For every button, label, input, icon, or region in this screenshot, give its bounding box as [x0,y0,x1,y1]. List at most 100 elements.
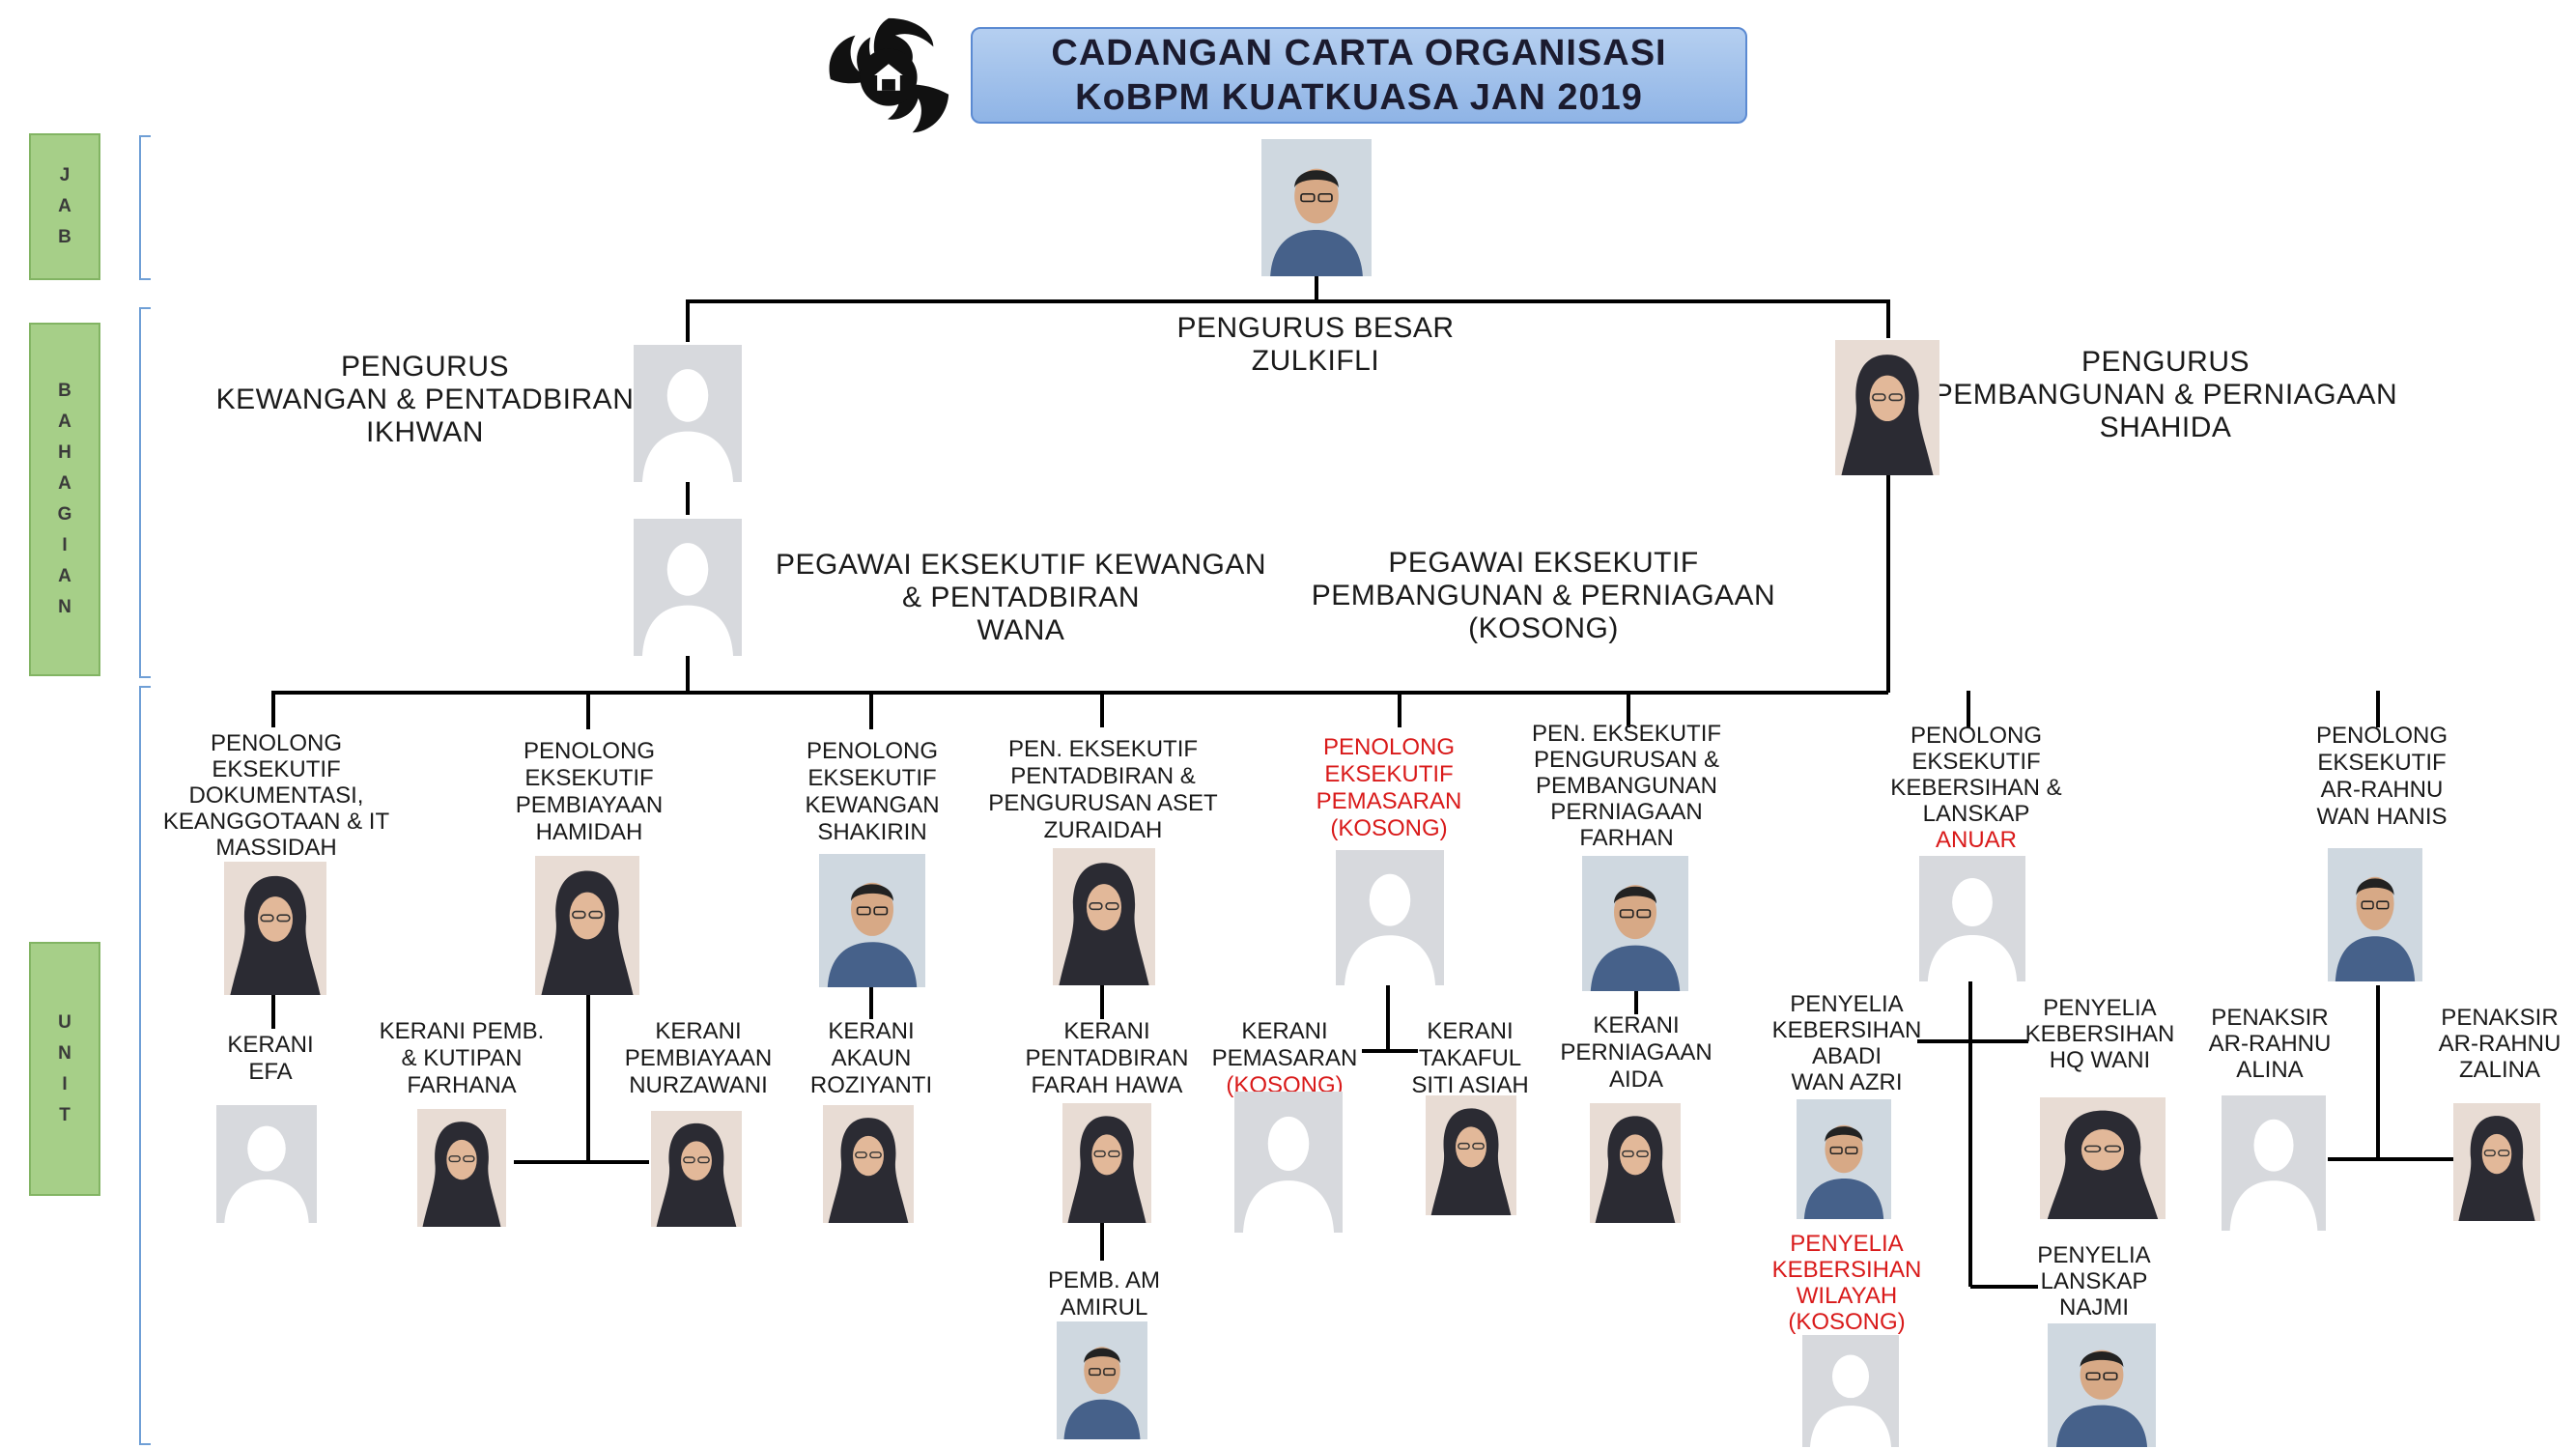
label-line: KERANI [227,1032,314,1058]
label-line: PENYELIA [2043,995,2157,1021]
label-line: PEN. EKSEKUTIF [1007,736,1199,762]
person-photo-icon [1053,848,1155,985]
label-line: PERNIAGAAN [1560,1039,1713,1065]
label-line: PEGAWAI EKSEKUTIF [1388,547,1699,579]
label-line: AKAUN [831,1045,912,1071]
label-line: FARHAN [1579,825,1674,851]
label-line: LANSKAP [2040,1268,2148,1294]
position-label-najmi: PENYELIA LANSKAP NAJMI [2037,1242,2150,1321]
person-photo-icon [1261,139,1372,276]
label-line: KERANI [655,1018,742,1044]
label-line: EKSEKUTIF [1911,749,2041,775]
label-line: KERANI [828,1018,915,1044]
person-photo-icon [2453,1103,2540,1221]
position-label-hamidah: PENOLONG EKSEKUTIF PEMBIAYAAN HAMIDAH [516,738,663,846]
label-line: PEMBANGUNAN & PERNIAGAAN [1311,580,1776,611]
photo-massidah [224,862,326,995]
position-label-farah-hawa: KERANI PENTADBIRAN FARAH HAWA [1026,1018,1189,1099]
photo-farah-hawa [1062,1103,1151,1223]
label-line: SHAHIDA [2099,412,2232,443]
person-photo-icon [1426,1095,1516,1215]
label-line: (KOSONG) [1788,1309,1906,1335]
photo-hq-wani [2040,1097,2166,1219]
label-line: KEWANGAN & PENTADBIRAN [215,384,635,415]
person-photo-icon [1582,856,1688,991]
label-line: ABADI [1811,1043,1882,1069]
position-label-farhan: PEN. EKSEKUTIF PENGURUSAN & PEMBANGUNAN … [1532,721,1721,851]
photo-shahida [1835,340,1939,475]
person-photo-icon [2048,1323,2156,1447]
label-line: PENTADBIRAN & [1010,763,1196,789]
photo-farhan [1582,856,1688,991]
label-line: AR-RAHNU [2320,777,2444,803]
band-letter: B [58,227,71,247]
band-letter: N [58,1042,71,1064]
label-line: WAN HANIS [2316,804,2448,830]
position-label-roziyanti: KERANI AKAUN ROZIYANTI [810,1018,932,1099]
photo-najmi [2048,1323,2156,1447]
label-line: PENYELIA [2037,1242,2151,1268]
label-line: KEWANGAN [805,792,940,818]
label-line: PENGURUSAN ASET [988,790,1218,816]
label-line: WAN AZRI [1791,1069,1903,1095]
person-photo-icon [2040,1097,2166,1219]
label-line: PENTADBIRAN [1025,1045,1189,1071]
label-line: PENGURUS BESAR [1176,312,1455,344]
level-band-jab: J A B [29,133,100,280]
band-letter: I [62,535,68,555]
label-line: SITI ASIAH [1411,1072,1529,1098]
photo-penolong-pemasaran [1336,850,1444,985]
position-label-aida: KERANI PERNIAGAAN AIDA [1560,1012,1712,1094]
label-line: PENAKSIR [2211,1005,2329,1031]
person-photo-icon [819,854,925,987]
label-line: NAJMI [2058,1294,2129,1321]
photo-wan-azri [1797,1099,1891,1219]
label-line: HQ WANI [2049,1047,2151,1073]
position-label-pegawai-kewangan: PEGAWAI EKSEKUTIF KEWANGAN & PENTADBIRAN… [776,549,1266,647]
label-line: PENYELIA [1790,1231,1904,1257]
band-letter: I [62,1073,68,1094]
level-band-bahagian: B A H A G I A N [29,323,100,676]
label-line: PEMBIAYAAN [515,792,664,818]
band-letter: J [59,165,71,185]
band-letter: A [58,196,71,216]
connectors [271,272,2453,1289]
label-line: NURZAWANI [629,1072,768,1098]
label-line: KERANI PEMB. [379,1018,545,1044]
label-line: KEBERSIHAN [1771,1257,1922,1283]
label-line: & PENTADBIRAN [901,582,1140,613]
position-label-penyelia-wilayah: PENYELIA KEBERSIHAN WILAYAH (KOSONG) [1772,1231,1922,1335]
label-line: PENYELIA [1790,991,1904,1017]
label-line: & KUTIPAN [401,1045,523,1071]
level-band-unit: U N I T [29,942,100,1196]
photo-efa [216,1105,317,1223]
label-line: ALINA [2236,1057,2304,1083]
label-line: PENGURUS [2081,346,2250,378]
photo-zulkifli [1261,139,1372,276]
label-line: ZALINA [2458,1057,2541,1083]
position-label-efa: KERANI EFA [227,1032,313,1086]
band-letter: A [58,566,71,586]
label-line: FARHANA [407,1072,517,1098]
label-line: PEGAWAI EKSEKUTIF KEWANGAN [775,549,1267,581]
label-line: PENOLONG [1910,723,2043,749]
photo-zalina [2453,1103,2540,1221]
position-label-pengurus-besar: PENGURUS BESAR ZULKIFLI [1176,312,1454,378]
label-line: SHAKIRIN [817,819,927,845]
photo-nurzawani [651,1111,742,1227]
label-line: KEBERSIHAN [2024,1021,2175,1047]
band-letter: B [58,381,71,401]
label-line: EFA [248,1059,293,1085]
position-label-wan-hanis: PENOLONG EKSEKUTIF AR-RAHNU WAN HANIS [2316,723,2448,831]
label-line: PERNIAGAAN [1550,799,1703,825]
photo-ikhwan [634,345,742,482]
label-line: PENAKSIR [2441,1005,2559,1031]
label-line: TAKAFUL [1418,1045,1522,1071]
label-line: PENOLONG [1322,734,1456,760]
person-photo-icon [1797,1099,1891,1219]
label-line: AIDA [1608,1066,1663,1093]
position-label-hq-wani: PENYELIA KEBERSIHAN HQ WANI [2025,995,2175,1073]
label-line: EKSEKUTIF [807,765,937,791]
band-letter: A [58,473,71,494]
label-line: EKSEKUTIF [524,765,654,791]
